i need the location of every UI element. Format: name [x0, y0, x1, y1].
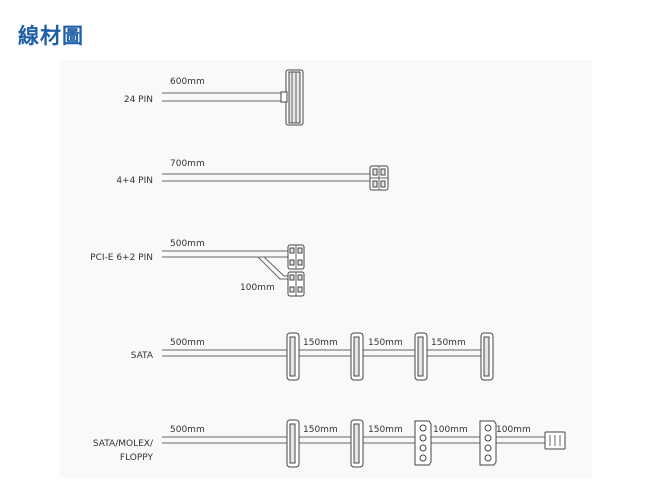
cable-molex-label-line2: FLOPPY [120, 453, 154, 463]
eps-4plus4-connector [369, 165, 389, 191]
branch-wire [257, 256, 288, 280]
cable-molex-length: 500mm [170, 425, 205, 435]
cable-sata-label: SATA [131, 351, 154, 361]
diagram-background [60, 60, 592, 478]
cable-molex-length: 100mm [433, 425, 468, 435]
sata-connector [480, 332, 494, 381]
cable-4plus4pin-length: 700mm [170, 159, 205, 169]
cable-24pin-length: 600mm [170, 77, 205, 87]
cable-24pin-label: 24 PIN [124, 95, 153, 105]
cable-molex-length: 100mm [496, 425, 531, 435]
sata-connector [414, 332, 428, 381]
molex-connector [479, 420, 497, 466]
cable-molex-length: 150mm [368, 425, 403, 435]
sata-connector [350, 332, 364, 381]
cable-molex-length: 150mm [303, 425, 338, 435]
floppy-connector [544, 431, 566, 450]
cable-sata-molex-floppy: SATA/MOLEX/ FLOPPY 500mm 150mm 150mm 100… [93, 419, 566, 468]
cable-pcie-label: PCI-E 6+2 PIN [90, 253, 153, 263]
cable-sata-length: 150mm [431, 338, 466, 348]
cable-sata-length: 150mm [303, 338, 338, 348]
atx-24pin-connector [280, 69, 304, 126]
sata-connector [350, 419, 364, 468]
sata-connector [286, 419, 300, 468]
cable-pcie: PCI-E 6+2 PIN 500mm 100mm [90, 239, 305, 297]
cable-24pin: 24 PIN 600mm [124, 69, 304, 126]
cable-sata: SATA 500mm 150mm 150mm 150mm [131, 332, 494, 381]
cable-4plus4pin-label: 4+4 PIN [116, 176, 153, 186]
molex-connector [414, 420, 432, 466]
pcie-connector [287, 271, 305, 297]
cable-sata-length: 500mm [170, 338, 205, 348]
page-title: 線材圖 [18, 24, 84, 48]
cable-4plus4pin: 4+4 PIN 700mm [116, 159, 389, 191]
cable-pcie-length: 500mm [170, 239, 205, 249]
cable-pcie-branch-length: 100mm [240, 283, 275, 293]
cable-molex-label-line1: SATA/MOLEX/ [93, 439, 154, 449]
sata-connector [286, 332, 300, 381]
pcie-connector [287, 244, 305, 270]
cable-sata-length: 150mm [368, 338, 403, 348]
branch-wire [263, 256, 288, 277]
